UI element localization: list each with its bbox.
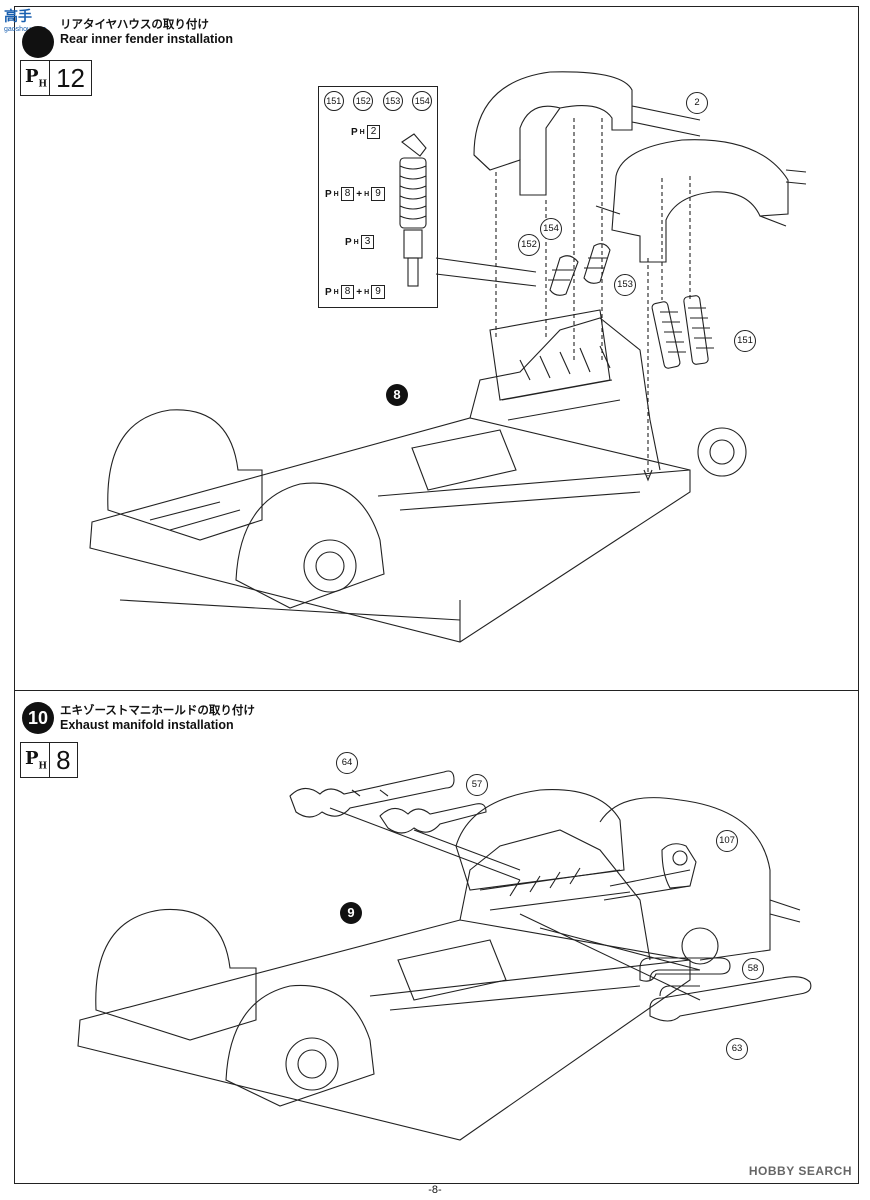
callout-part-154: 154 [540,218,562,240]
step2-title-en: Exhaust manifold installation [60,718,234,732]
step2-number-badge: 10 [22,702,54,734]
step2-title: エキゾーストマニホールドの取り付け Exhaust manifold insta… [60,704,255,732]
callout-part-64: 64 [336,752,358,774]
manifold-63 [649,976,812,1022]
inset-part-154: 154 [412,91,433,111]
inset-part-numbers: 151 152 153 154 [319,91,437,111]
rear-fender-left [473,71,633,196]
callout-part-63: 63 [726,1038,748,1060]
callout-part-107: 107 [716,830,738,852]
chassis-step1 [89,309,747,643]
ref-step-9: 9 [340,902,362,924]
inset-shock-icon [399,133,427,287]
bracket-107 [661,843,697,889]
callout-part-58: 58 [742,958,764,980]
step2-paint-number: 8 [49,743,76,777]
shock-151 [683,295,714,365]
callout-part-153: 153 [614,274,636,296]
callout-part-151: 151 [734,330,756,352]
step2-paint-box: PH 8 [20,742,78,778]
shock-154 [583,243,611,284]
watermark: HOBBY SEARCH [748,1164,852,1178]
page-frame [14,6,859,1184]
section-divider [14,690,859,691]
step1-title-jp: リアタイヤハウスの取り付け [60,19,209,31]
chassis-step2 [77,789,801,1141]
inset-part-152: 152 [353,91,374,111]
shock-153 [651,301,686,369]
manifold-64 [289,770,455,818]
ref-step-8: 8 [386,384,408,406]
callout-part-152: 152 [518,234,540,256]
paint-symbol: PH [25,66,48,90]
step1-title: リアタイヤハウスの取り付け Rear inner fender installa… [60,18,233,46]
callout-part-57: 57 [466,774,488,796]
step-number-badge [22,26,54,58]
step2-title-jp: エキゾーストマニホールドの取り付け [60,705,255,717]
rear-fender-right [595,139,789,263]
shock-152 [548,255,579,296]
callout-part-2: 2 [686,92,708,114]
manifold-57 [379,803,487,834]
manifold-58 [639,957,731,982]
inset-part-153: 153 [382,91,403,111]
step1-title-en: Rear inner fender installation [60,32,233,46]
step1-paint-number: 12 [49,61,91,95]
inset-part-151: 151 [323,91,344,111]
paint-symbol: PH [25,748,48,772]
step1-paint-box: PH 12 [20,60,92,96]
page-number: -8- [428,1184,442,1196]
